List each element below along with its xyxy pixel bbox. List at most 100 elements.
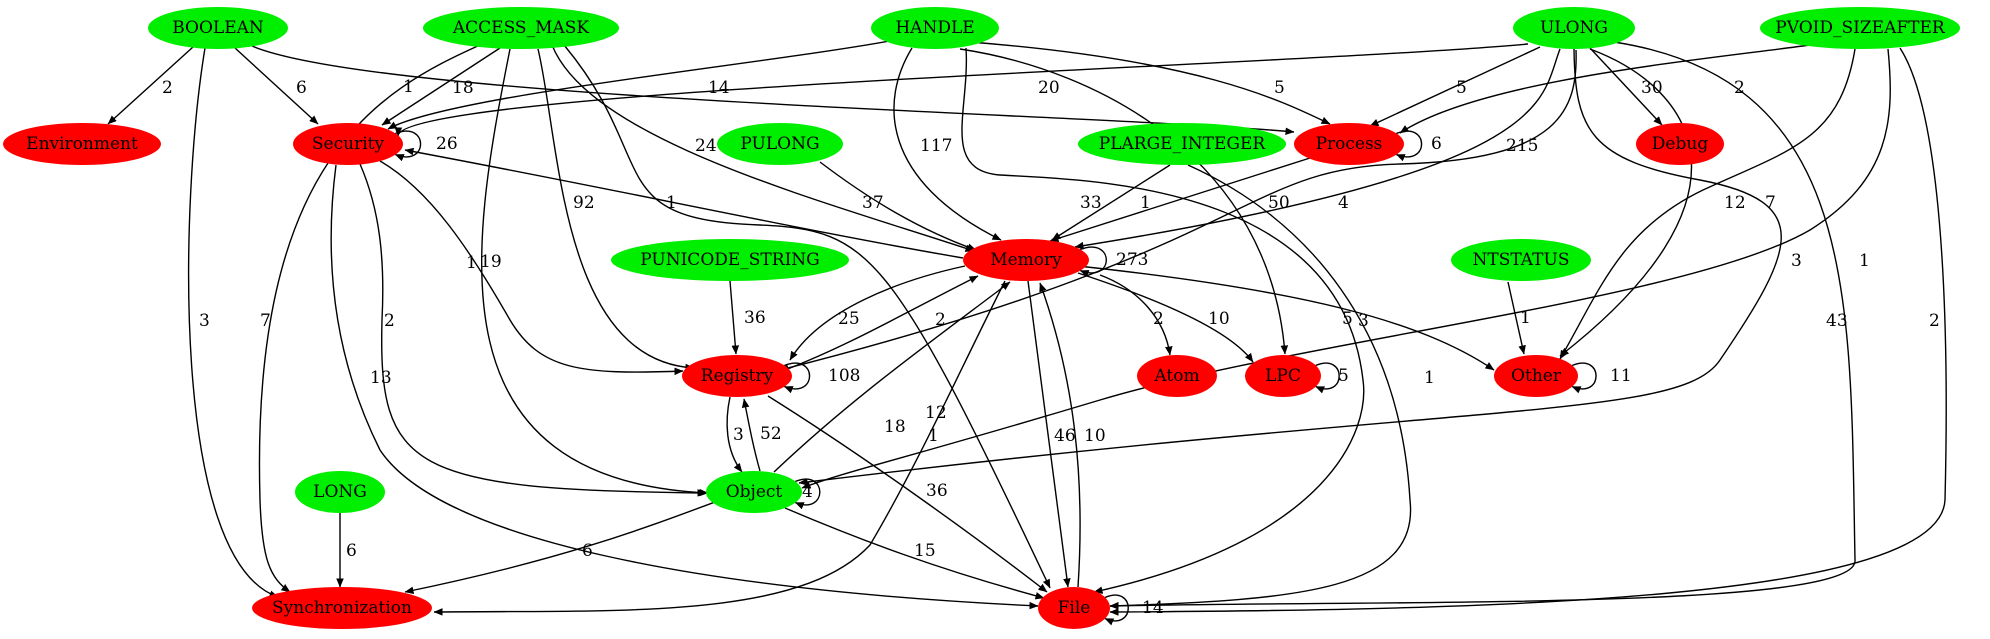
edge-label: 1 [1140, 193, 1151, 213]
node-file: File [1038, 587, 1110, 629]
edge-label: 10 [1208, 309, 1230, 329]
node-shape [706, 471, 802, 513]
edge-label: 18 [452, 78, 474, 98]
edge-pvoid-sizeafter-to-other: 7 [1559, 48, 1856, 360]
node-label: PVOID_SIZEAFTER [1775, 18, 1946, 38]
node-label: Debug [1652, 134, 1709, 154]
node-boolean: BOOLEAN [148, 7, 288, 49]
edge-label: 2 [162, 78, 173, 98]
edge-label: 92 [573, 193, 595, 213]
node-shape [1137, 355, 1217, 397]
edge-label: 7 [1765, 193, 1776, 213]
edge-punicode-string-to-registry: 36 [729, 280, 766, 355]
edge-line [784, 507, 1045, 600]
edge-plarge-integer-to-file: 1 [1109, 164, 1435, 610]
node-synchronization: Synchronization [252, 587, 432, 629]
edge-label: 36 [926, 481, 948, 501]
node-long: LONG [295, 471, 385, 513]
edge-label: 12 [925, 403, 947, 423]
node-shape [252, 587, 432, 629]
node-label: LONG [313, 482, 367, 502]
edge-label: 3 [733, 425, 744, 445]
edge-line [961, 47, 1365, 594]
edge-line [537, 48, 695, 372]
edge-line [359, 163, 707, 497]
edge-label: 1 [1859, 251, 1870, 271]
edge-line [1074, 48, 1561, 250]
edge-ntstatus-to-other: 1 [1507, 281, 1531, 355]
edge-line [187, 47, 279, 598]
edge-label: 117 [920, 136, 952, 156]
edge-line [394, 43, 1529, 137]
edge-line [1589, 47, 1663, 126]
edge-access-mask-to-file: 18 [563, 44, 1051, 589]
edge-label: 5 [1342, 309, 1353, 329]
edge-label: 2 [1734, 78, 1745, 98]
edge-line [1399, 44, 1811, 134]
node-label: Synchronization [272, 598, 412, 618]
edge-label: 2 [384, 311, 395, 331]
edge-object-to-registry: 52 [741, 398, 782, 472]
edge-file-to-memory: 10 [1039, 282, 1106, 588]
edge-memory-to-registry: 25 [789, 265, 966, 361]
node-label: PULONG [740, 134, 819, 154]
node-shape [1245, 355, 1321, 397]
node-label: Object [726, 482, 783, 502]
edge-line [1039, 282, 1081, 588]
node-label: PUNICODE_STRING [640, 250, 820, 270]
edge-memory-to-other: 5 [1077, 265, 1495, 371]
node-label: NTSTATUS [1473, 250, 1570, 270]
edge-label: 3 [1358, 311, 1369, 331]
edge-label: 1 [666, 193, 677, 213]
edge-line [959, 48, 1289, 355]
edge-line [893, 47, 1002, 241]
edge-plarge-integer-to-memory: 33 [1051, 164, 1171, 241]
node-registry: Registry [682, 355, 792, 397]
edge-line [234, 47, 319, 125]
edge-label: 13 [370, 368, 392, 388]
edge-label: 108 [828, 366, 860, 386]
edge-access-mask-to-registry: 92 [537, 48, 695, 372]
edge-memory-to-security: 1 [404, 147, 964, 259]
node-security: Security [293, 123, 403, 165]
edge-label: 24 [695, 136, 717, 156]
node-label: Other [1511, 366, 1562, 386]
edge-label: 43 [1826, 311, 1848, 331]
edge-line [801, 48, 1891, 489]
edge-access-mask-to-memory: 24 [551, 44, 975, 252]
edge-handle-to-memory: 117 [893, 47, 1002, 241]
edge-label: 2 [1929, 311, 1940, 331]
node-access-mask: ACCESS_MASK [423, 7, 619, 49]
edge-line [819, 161, 977, 251]
node-label: Memory [990, 250, 1062, 270]
edge-line [1109, 41, 1856, 610]
edge-line [1571, 362, 1597, 394]
edge-label: 5 [1274, 78, 1285, 98]
node-pulong: PULONG [717, 123, 843, 165]
node-label: HANDLE [895, 18, 974, 38]
edge-line [1077, 272, 1254, 363]
edge-label: 33 [1080, 193, 1102, 213]
edge-label: 19 [480, 252, 502, 272]
edge-handle-to-process: 5 [969, 41, 1331, 125]
edge-line [1109, 47, 1947, 616]
edge-object-to-synchronization: 6 [404, 501, 716, 594]
edge-label: 3 [199, 311, 210, 331]
edge-label: 52 [760, 424, 782, 444]
node-shape [611, 239, 849, 281]
node-plarge-integer: PLARGE_INTEGER [1078, 123, 1286, 165]
edge-memory-to-synchronization: 1 [433, 280, 1006, 616]
edge-line [767, 395, 1048, 593]
node-shape [871, 7, 999, 49]
node-shape [293, 123, 403, 165]
node-atom: Atom [1137, 355, 1217, 397]
edge-line [969, 41, 1331, 125]
edge-line [729, 280, 740, 355]
edge-label: 25 [838, 309, 860, 329]
edge-line [258, 44, 481, 593]
node-shape [1636, 123, 1724, 165]
edge-process-to-memory: 1 [1049, 157, 1311, 243]
edge-line [1559, 48, 1693, 357]
edge-label: 30 [1641, 78, 1663, 98]
